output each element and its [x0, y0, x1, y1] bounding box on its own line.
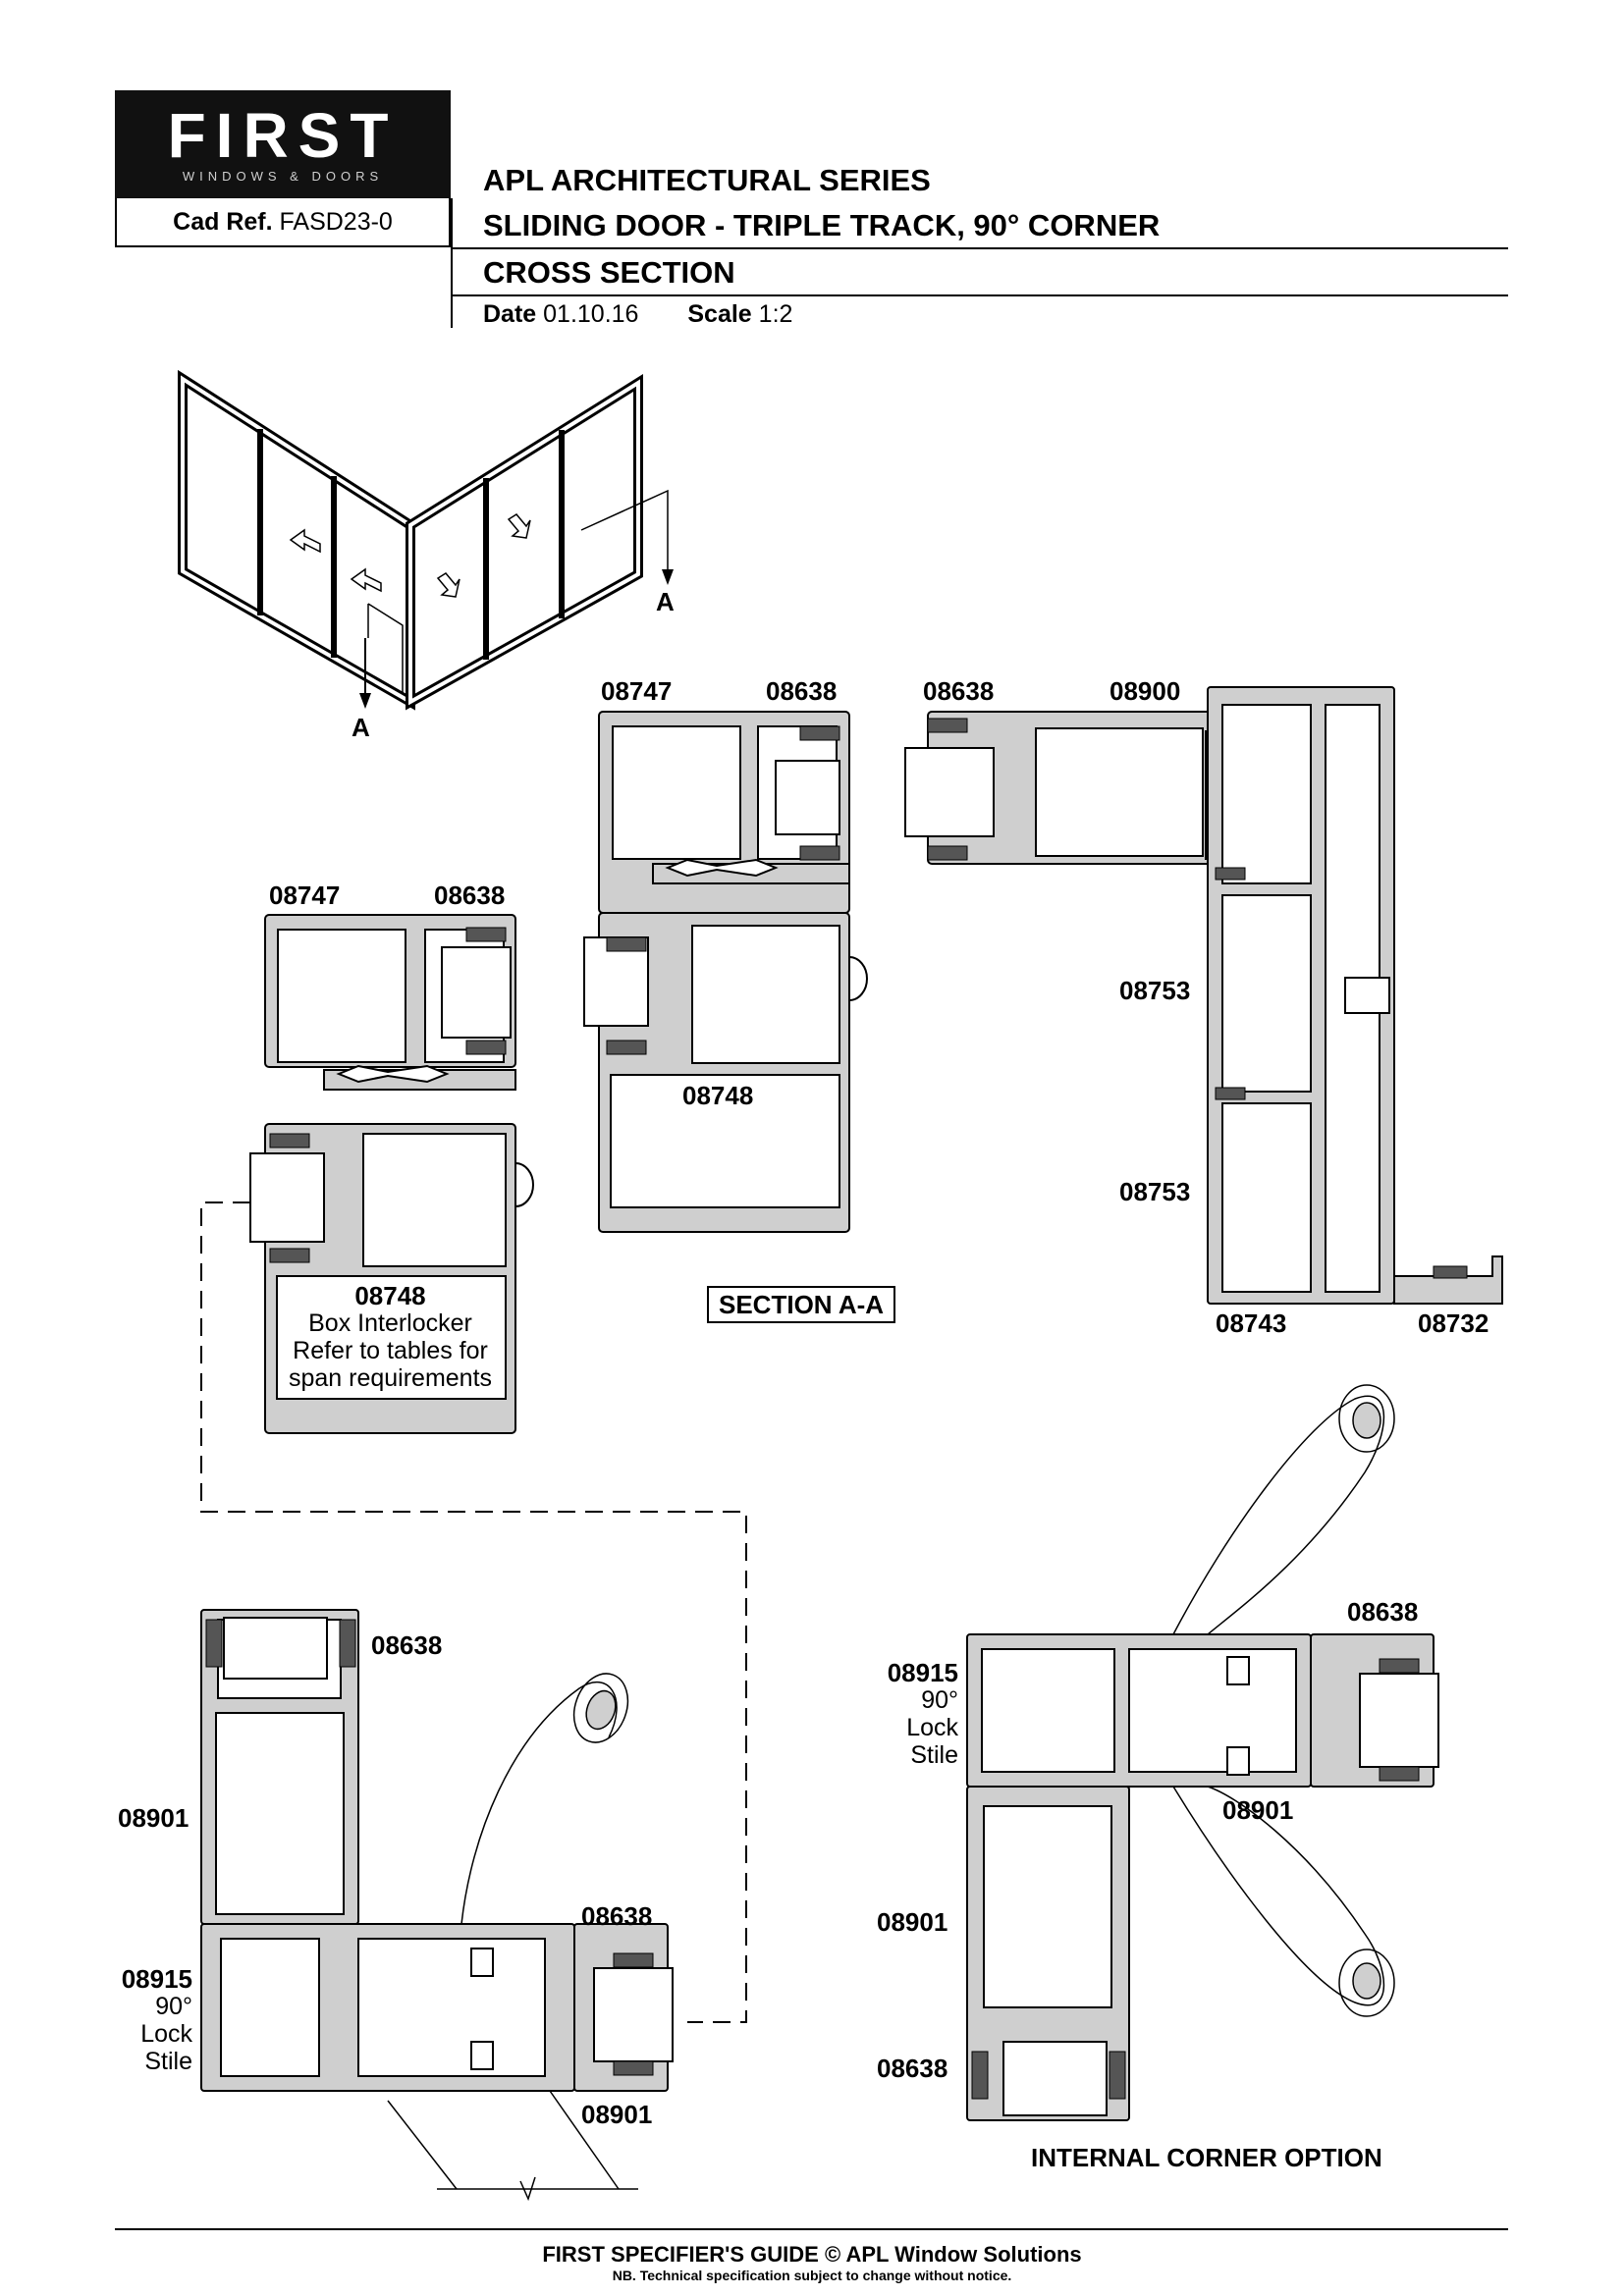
- ext-label-bottom-08901: 08901: [581, 2100, 653, 2129]
- label-upper-08900: 08900: [1110, 676, 1181, 706]
- ext-label-top-08638: 08638: [371, 1630, 443, 1660]
- section-marker-right: A: [656, 587, 675, 616]
- box-interlocker-line1: Box Interlocker: [308, 1309, 472, 1337]
- footer-rule: [115, 2228, 1508, 2230]
- footer-guide: FIRST SPECIFIER'S GUIDE © APL Window Sol…: [542, 2242, 1082, 2267]
- label-upper-08638: 08638: [766, 676, 838, 706]
- label-upper-right-08638: 08638: [923, 676, 995, 706]
- box-interlocker-line2: Refer to tables for: [293, 1337, 488, 1364]
- logo-subtitle: WINDOWS & DOORS: [182, 169, 384, 184]
- ext-lock-stile-l1: 90°: [155, 1993, 192, 2020]
- product-title: SLIDING DOOR - TRIPLE TRACK, 90° CORNER: [483, 208, 1161, 242]
- label-upper-08747: 08747: [601, 676, 673, 706]
- view-title: CROSS SECTION: [483, 255, 735, 290]
- label-bottom-08743: 08743: [1216, 1308, 1287, 1338]
- label-left-08638: 08638: [434, 881, 506, 910]
- logo-wordmark: FIRST: [167, 100, 399, 171]
- date-label: Date: [483, 300, 537, 328]
- section-right-frame: [904, 686, 1503, 1305]
- title-divider-vertical: [451, 198, 453, 328]
- cad-ref-label: Cad Ref.: [173, 208, 273, 236]
- box-interlocker-note: 08748 Box Interlocker Refer to tables fo…: [265, 1282, 515, 1392]
- cad-ref-value: FASD23-0: [279, 208, 393, 236]
- footer-note: NB. Technical specification subject to c…: [612, 2268, 1012, 2283]
- detail-callout-leader: [200, 1201, 747, 2023]
- section-aa-title: SECTION A-A: [707, 1286, 896, 1323]
- date-value: 01.10.16: [543, 300, 639, 328]
- date-scale-line: Date 01.10.16 Scale 1:2: [483, 300, 792, 329]
- box-interlocker-code: 08748: [354, 1281, 426, 1310]
- box-interlocker-line3: span requirements: [288, 1364, 493, 1392]
- scale-value: 1:2: [758, 300, 793, 328]
- int-lock-stile-code: 08915: [887, 1658, 958, 1687]
- section-left-interlocker: [249, 914, 534, 1434]
- title-divider-2: [451, 294, 1508, 296]
- series-title: APL ARCHITECTURAL SERIES: [483, 163, 931, 197]
- ext-lock-stile-code: 08915: [121, 1964, 192, 1994]
- ext-lock-stile-l2: Lock: [140, 2020, 192, 2048]
- isometric-corner-door: [178, 369, 674, 711]
- internal-corner-detail: [966, 1384, 1439, 2121]
- ext-lock-stile-l3: Stile: [144, 2048, 192, 2075]
- int-lock-stile-l3: Stile: [910, 1741, 958, 1769]
- ext-label-mid-08638: 08638: [581, 1901, 653, 1931]
- external-corner-detail: [200, 1609, 674, 2202]
- label-frame-08753-a: 08753: [1119, 976, 1191, 1005]
- section-marker-left: A: [352, 713, 370, 742]
- label-left-08747: 08747: [269, 881, 341, 910]
- brand-logo: FIRST WINDOWS & DOORS: [115, 90, 451, 198]
- ext-lock-stile-note: 08915 90° Lock Stile: [108, 1965, 192, 2075]
- ext-label-left-08901: 08901: [118, 1803, 189, 1833]
- scale-label: Scale: [687, 300, 752, 328]
- int-label-top-08638: 08638: [1347, 1597, 1419, 1627]
- cad-reference: Cad Ref. FASD23-0: [115, 198, 451, 247]
- int-lock-stile-note: 08915 90° Lock Stile: [874, 1659, 958, 1769]
- label-middle-08748: 08748: [682, 1081, 754, 1110]
- int-label-left-08901: 08901: [877, 1907, 948, 1937]
- int-label-mid-08901: 08901: [1222, 1795, 1294, 1825]
- label-bottom-08732: 08732: [1418, 1308, 1489, 1338]
- int-label-bottom-08638: 08638: [877, 2054, 948, 2083]
- int-lock-stile-l2: Lock: [906, 1714, 958, 1741]
- internal-corner-title: INTERNAL CORNER OPTION: [1031, 2143, 1382, 2172]
- int-lock-stile-l1: 90°: [921, 1686, 958, 1714]
- label-frame-08753-b: 08753: [1119, 1177, 1191, 1206]
- section-upper-sash: [583, 711, 868, 1233]
- title-divider-1: [451, 247, 1508, 249]
